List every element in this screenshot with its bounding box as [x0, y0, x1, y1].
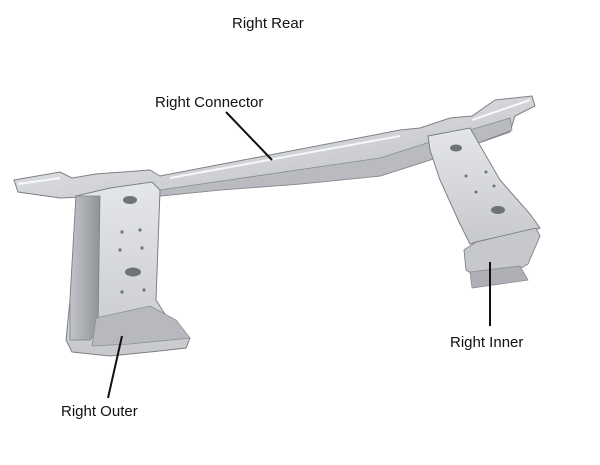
- diagram-title: Right Rear: [232, 15, 304, 32]
- right-outer-part: [65, 181, 191, 357]
- right-outer-label: Right Outer: [61, 403, 138, 420]
- right-connector-label: Right Connector: [155, 94, 264, 111]
- outer-leader-line: [107, 335, 123, 399]
- connector-leader-line: [225, 111, 273, 161]
- right-inner-part: [427, 127, 541, 289]
- right-inner-label: Right Inner: [450, 334, 524, 351]
